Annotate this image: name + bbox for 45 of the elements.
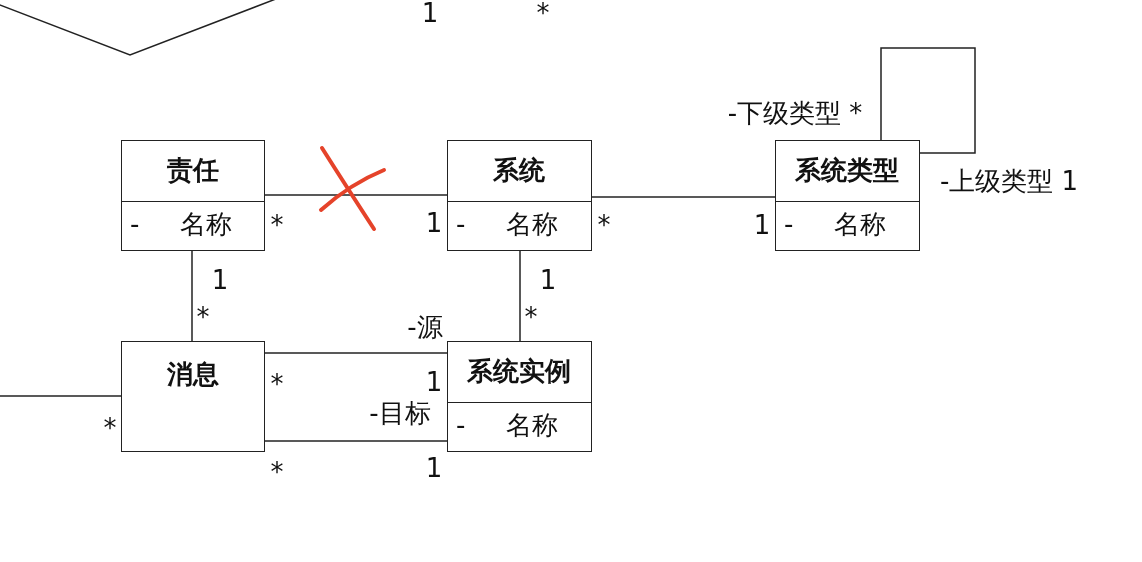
multiplicity-label: 1 bbox=[425, 453, 443, 483]
multiplicity-label: 1 bbox=[211, 265, 229, 295]
multiplicity-label: * bbox=[196, 302, 210, 332]
multiplicity-label: * bbox=[103, 413, 117, 443]
multiplicity-label: * bbox=[270, 369, 284, 399]
multiplicity-label: * bbox=[524, 302, 538, 332]
association-line bbox=[0, 395, 122, 397]
class-box bbox=[121, 341, 265, 452]
multiplicity-label: * bbox=[270, 457, 284, 487]
attribute-name: 名称 bbox=[834, 210, 886, 240]
attribute-name: 名称 bbox=[506, 411, 558, 441]
class-box bbox=[447, 341, 592, 452]
visibility-marker: - bbox=[456, 411, 466, 441]
class-box bbox=[121, 140, 265, 251]
class-box bbox=[447, 140, 592, 251]
class-name: 系统类型 bbox=[795, 155, 899, 186]
role-label: -上级类型 1 bbox=[939, 166, 1079, 196]
association-line bbox=[191, 250, 193, 342]
association-line bbox=[264, 440, 448, 442]
attribute-name: 名称 bbox=[180, 210, 232, 240]
association-line bbox=[880, 47, 976, 154]
class-name: 系统 bbox=[493, 155, 545, 186]
role-label: -源 bbox=[407, 312, 443, 342]
class-box bbox=[775, 140, 920, 251]
association-line bbox=[264, 352, 448, 354]
multiplicity-label: 1 bbox=[753, 210, 771, 240]
multiplicity-label: 1 bbox=[425, 367, 443, 397]
class-name: 责任 bbox=[166, 155, 219, 186]
multiplicity-label: 1 bbox=[539, 265, 557, 295]
multiplicity-label: 1 bbox=[421, 0, 439, 28]
multiplicity-label: * bbox=[536, 0, 550, 28]
attribute-name: 名称 bbox=[506, 210, 558, 240]
role-label: -目标 bbox=[369, 398, 431, 428]
class-name: 系统实例 bbox=[467, 356, 571, 387]
association-line bbox=[519, 250, 521, 342]
multiplicity-label: 1 bbox=[425, 208, 443, 238]
visibility-marker: - bbox=[784, 210, 794, 240]
class-name: 消息 bbox=[166, 360, 219, 390]
role-label: -下级类型 * bbox=[727, 98, 863, 128]
association-line bbox=[591, 196, 776, 198]
multiplicity-label: * bbox=[270, 210, 284, 240]
visibility-marker: - bbox=[456, 210, 466, 240]
visibility-marker: - bbox=[130, 210, 140, 240]
association-line bbox=[264, 194, 448, 196]
multiplicity-label: * bbox=[597, 210, 611, 240]
